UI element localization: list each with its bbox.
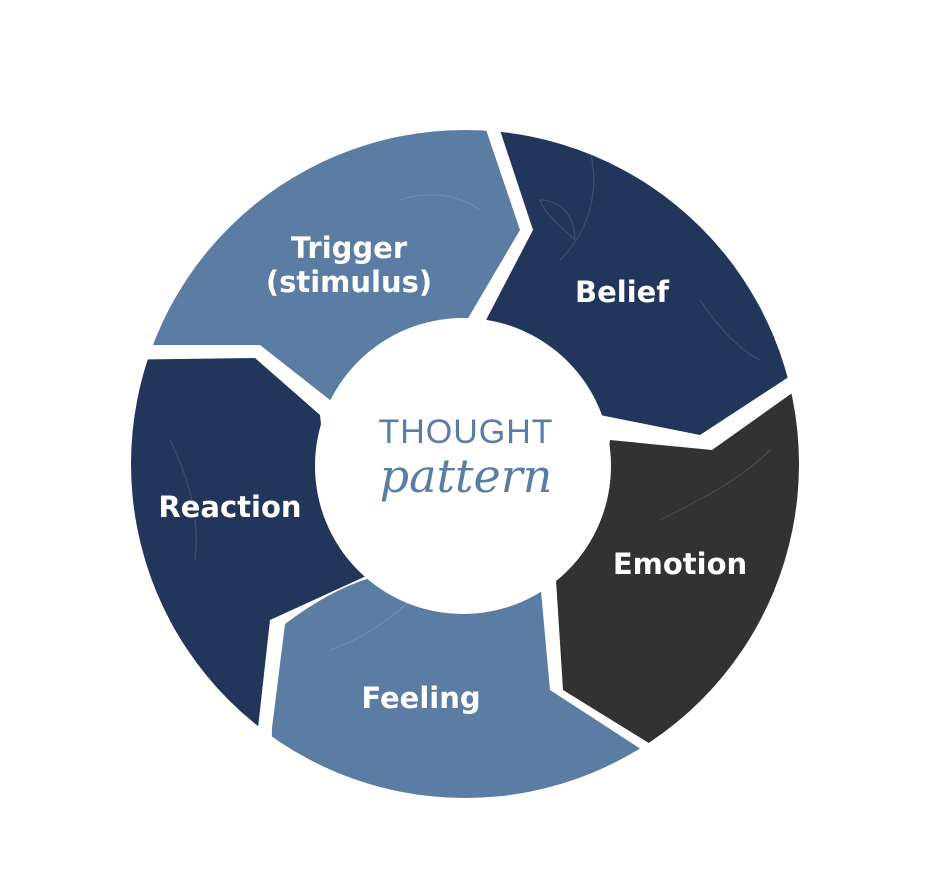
center-circle: [315, 318, 611, 614]
segment-feeling: [270, 578, 650, 798]
center-title: THOUGHT: [378, 413, 553, 451]
label-feeling: Feeling: [361, 681, 480, 715]
label-reaction: Reaction: [158, 490, 301, 524]
label-emotion: Emotion: [613, 547, 747, 581]
label-belief: Belief: [575, 275, 669, 309]
label-trigger-sub: (stimulus): [266, 265, 432, 299]
center-subtitle: pattern: [380, 449, 553, 503]
floral-decorations: [169, 149, 771, 651]
label-trigger: Trigger: [291, 231, 408, 265]
